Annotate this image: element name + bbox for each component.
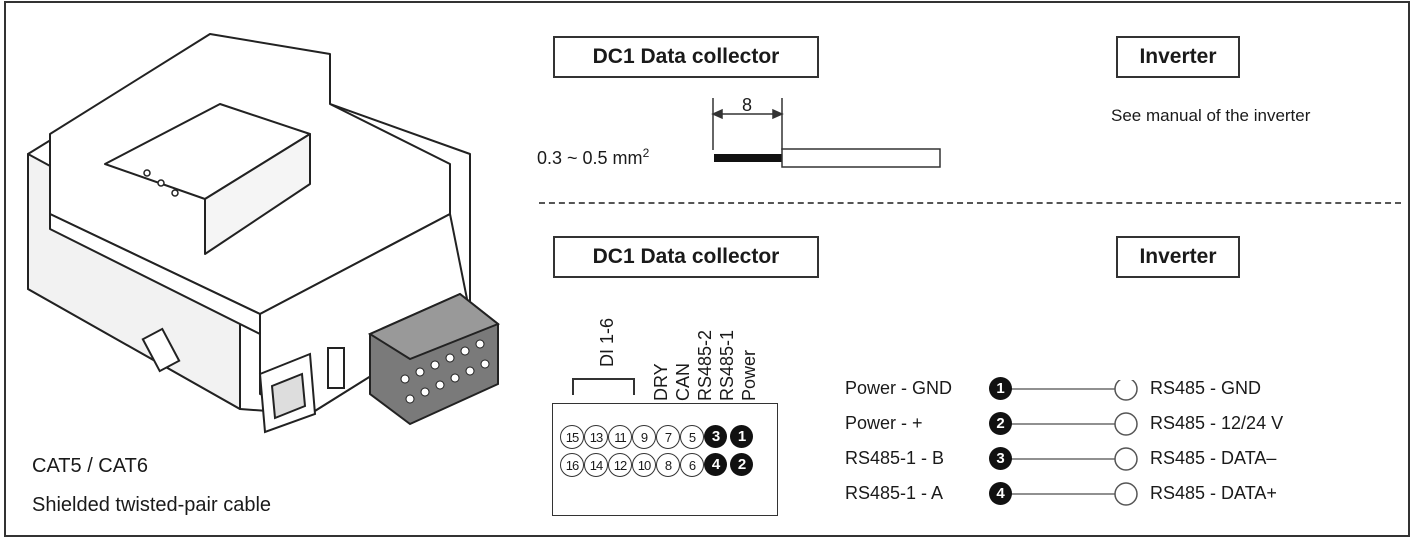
terminal-pin: 11 — [608, 425, 632, 449]
connection-right-label: RS485 - 12/24 V — [1150, 413, 1284, 433]
terminal-pin-used: 3 — [704, 425, 727, 448]
connection-number-badge: 4 — [989, 482, 1012, 505]
terminal-pin: 14 — [584, 453, 608, 477]
connection-number-badge: 3 — [989, 447, 1012, 470]
connection-right-label: RS485 - DATA+ — [1150, 483, 1277, 503]
diagram-frame — [4, 1, 1410, 537]
terminal-pin: 7 — [656, 425, 680, 449]
terminal-pin: 10 — [632, 453, 656, 477]
connection-left-label: RS485-1 - A — [845, 483, 944, 503]
terminal-pin-used: 4 — [704, 453, 727, 476]
connection-left-label: RS485-1 - B — [845, 448, 945, 468]
terminal-pin: 12 — [608, 453, 632, 477]
terminal-pin: 5 — [680, 425, 704, 449]
terminal-pin: 15 — [560, 425, 584, 449]
terminal-label-rs485-1: RS485-1 — [717, 329, 737, 401]
terminal-pin-used: 1 — [730, 425, 753, 448]
connection-lines — [1010, 380, 1138, 506]
terminal-pin: 8 — [656, 453, 680, 477]
terminal-label-can: CAN — [673, 362, 693, 401]
strip-length-label: 8 — [742, 95, 753, 115]
dc1-header-top: DC1 Data collector — [553, 36, 819, 78]
terminal-pin-used: 2 — [730, 453, 753, 476]
wire-size-label: 0.3 ~ 0.5 mm2 — [537, 146, 650, 168]
inverter-manual-note: See manual of the inverter — [1111, 106, 1311, 125]
terminal-block — [552, 403, 778, 516]
connection-right-label: RS485 - GND — [1150, 378, 1262, 398]
di-bracket — [572, 378, 635, 395]
connection-number-badge: 1 — [989, 377, 1012, 400]
terminal-label-dry: DRY — [651, 363, 671, 401]
terminal-pin: 16 — [560, 453, 584, 477]
terminal-label-power: Power — [739, 349, 759, 401]
terminal-pin: 9 — [632, 425, 656, 449]
inverter-header-bottom: Inverter — [1116, 236, 1240, 278]
terminal-label-rs485-2: RS485-2 — [695, 329, 715, 401]
dc1-header-bottom: DC1 Data collector — [553, 236, 819, 278]
terminal-pin: 13 — [584, 425, 608, 449]
connection-number-badge: 2 — [989, 412, 1012, 435]
terminal-pin: 6 — [680, 453, 704, 477]
cable-type-label: CAT5 / CAT6 — [32, 455, 148, 477]
cable-description-label: Shielded twisted-pair cable — [32, 494, 272, 516]
wire-strip-diagram — [711, 98, 941, 168]
connection-left-label: Power - + — [845, 413, 923, 433]
data-collector-device-illustration — [27, 33, 500, 434]
terminal-label-di: DI 1-6 — [597, 317, 617, 367]
section-divider — [539, 202, 1401, 204]
connection-left-label: Power - GND — [845, 378, 953, 398]
connection-right-label: RS485 - DATA– — [1150, 448, 1277, 468]
inverter-header-top: Inverter — [1116, 36, 1240, 78]
